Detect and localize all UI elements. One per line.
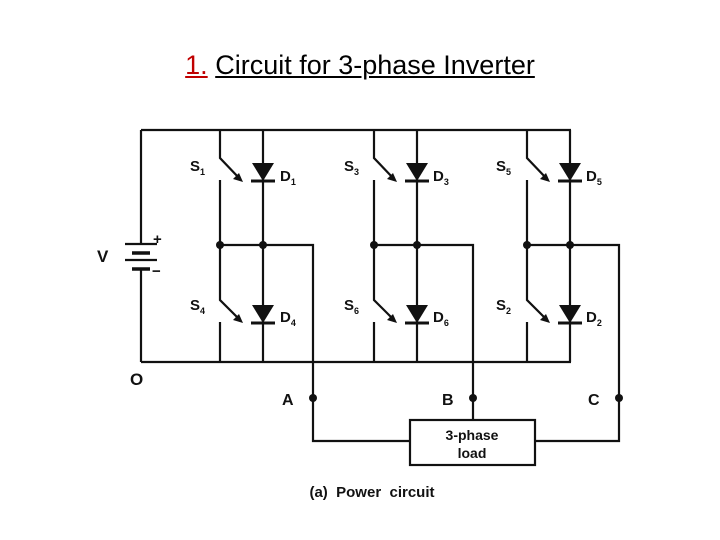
diode-label-d4: D4 (280, 309, 296, 328)
switch-label-s4: S4 (190, 297, 205, 316)
load-label-line2: load (458, 445, 487, 461)
diode-label-d3: D3 (433, 168, 449, 187)
output-node-c (615, 394, 623, 402)
dc-bus (139, 128, 571, 364)
figure-caption: (a) Power circuit (309, 484, 434, 501)
diode-label-d2: D2 (586, 309, 602, 328)
title-number: 1. (185, 50, 208, 80)
output-label-b: B (442, 392, 454, 409)
switch-label-s5: S5 (496, 158, 511, 177)
leg-a (214, 130, 275, 362)
leg-c (521, 130, 582, 362)
diode-label-d1: D1 (280, 168, 296, 187)
switch-label-s1: S1 (190, 158, 205, 177)
diode-label-d6: D6 (433, 309, 449, 328)
switch-label-s2: S2 (496, 297, 511, 316)
output-label-a: A (282, 392, 294, 409)
diode-label-d5: D5 (586, 168, 602, 187)
output-wiring (263, 243, 621, 443)
load-label-line1: 3-phase (446, 427, 499, 443)
output-node-b (469, 394, 477, 402)
switch-label-s6: S6 (344, 297, 359, 316)
load-box (408, 418, 537, 467)
slide-title: 1. Circuit for 3-phase Inverter (0, 50, 720, 81)
source-minus: − (152, 263, 161, 280)
source-label: V (97, 247, 109, 266)
switch-label-s3: S3 (344, 158, 359, 177)
output-label-c: C (588, 392, 600, 409)
source-plus: + (153, 231, 162, 248)
leg-b (368, 130, 429, 362)
node-o-label: O (130, 370, 143, 389)
output-node-a (309, 394, 317, 402)
battery-symbol (125, 242, 157, 271)
title-text: Circuit for 3-phase Inverter (215, 50, 535, 80)
